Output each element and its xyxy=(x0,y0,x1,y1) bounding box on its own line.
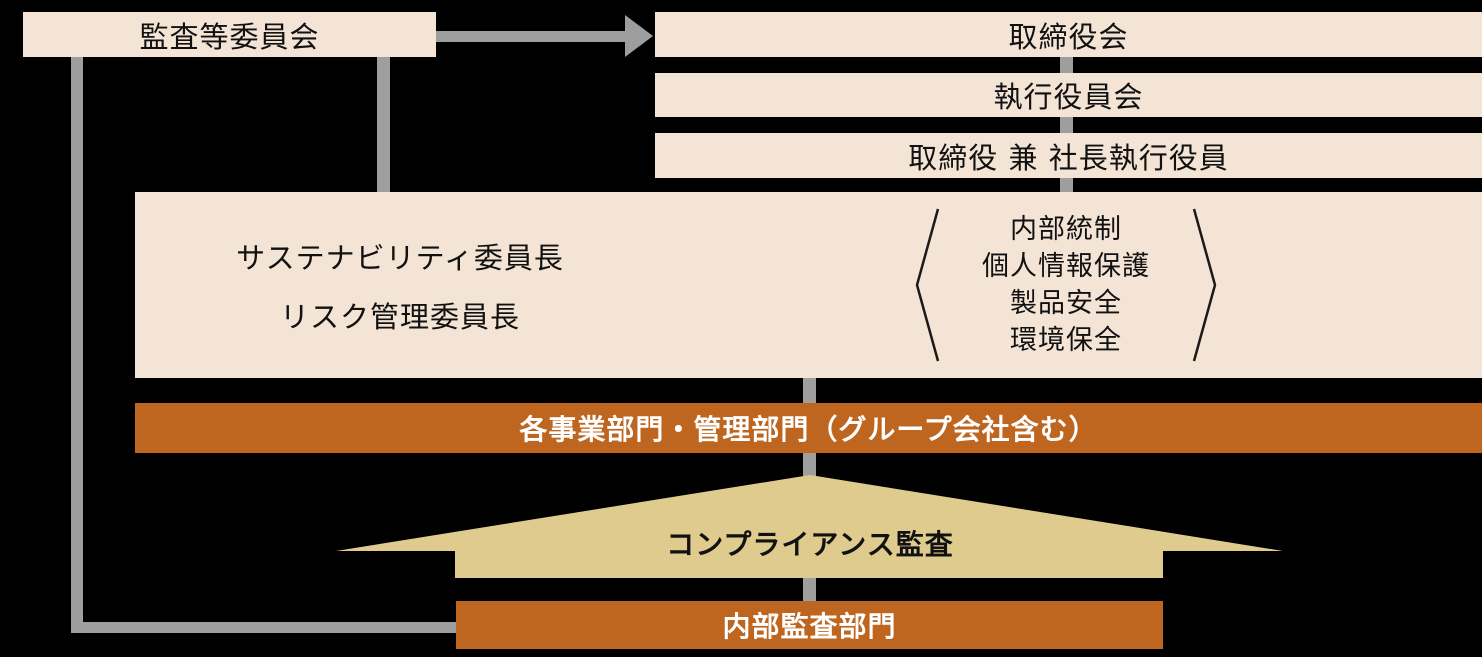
audit-committee-box: 監査等委員会 xyxy=(23,12,436,57)
committee-chairs-labels: サステナビリティ委員長 リスク管理委員長 xyxy=(175,192,625,378)
compliance-audit-arrow-shape xyxy=(336,475,1283,578)
committee-to-divisions-connector xyxy=(803,378,816,403)
board-of-directors-label: 取締役会 xyxy=(1008,19,1129,54)
executive-officers-label: 執行役員会 xyxy=(993,80,1144,114)
internal-audit-bar: 内部監査部門 xyxy=(456,601,1163,649)
executive-officers-box: 執行役員会 xyxy=(655,73,1482,117)
compliance-audit-label: コンプライアンス監査 xyxy=(666,528,954,561)
board-to-exec-connector xyxy=(1060,57,1073,73)
audit-to-board-arrowhead-icon xyxy=(625,15,653,57)
risk-management-chair-label: リスク管理委員長 xyxy=(279,299,520,334)
president-box: 取締役 兼 社長執行役員 xyxy=(655,133,1482,178)
scope-item-environment: 環境保全 xyxy=(1010,325,1122,356)
compliance-arrow-polygon xyxy=(336,475,1283,578)
left-bracket-icon xyxy=(915,208,940,362)
arrow-to-audit-dept-connector xyxy=(803,578,816,601)
internal-audit-label: 内部監査部門 xyxy=(722,610,897,643)
committee-scope-list: 内部統制 個人情報保護 製品安全 環境保全 xyxy=(940,211,1192,359)
audit-left-vertical-line xyxy=(71,57,83,633)
audit-bottom-horizontal-line xyxy=(71,622,456,633)
right-bracket-icon xyxy=(1192,208,1217,362)
exec-to-president-connector xyxy=(1060,117,1073,133)
audit-to-board-arrow-shaft xyxy=(436,31,626,42)
scope-item-product-safety: 製品安全 xyxy=(1010,288,1122,319)
committee-scope-bracket-group: 内部統制 個人情報保護 製品安全 環境保全 xyxy=(914,208,1218,362)
divisions-to-arrow-connector xyxy=(803,453,816,477)
sustainability-chair-label: サステナビリティ委員長 xyxy=(236,240,564,275)
scope-item-personal-info: 個人情報保護 xyxy=(982,251,1150,282)
divisions-bar: 各事業部門・管理部門（グループ会社含む） xyxy=(135,403,1482,453)
committee-chairs-box: サステナビリティ委員長 リスク管理委員長 内部統制 個人情報保護 製品安全 環境… xyxy=(135,192,1482,378)
audit-to-committee-line xyxy=(377,57,390,192)
scope-item-internal-control: 内部統制 xyxy=(1010,214,1122,245)
president-label: 取締役 兼 社長執行役員 xyxy=(908,140,1229,175)
president-to-committee-connector xyxy=(1060,178,1073,192)
board-of-directors-box: 取締役会 xyxy=(655,12,1482,57)
audit-committee-label: 監査等委員会 xyxy=(139,19,320,54)
divisions-bar-label: 各事業部門・管理部門（グループ会社含む） xyxy=(519,413,1098,446)
